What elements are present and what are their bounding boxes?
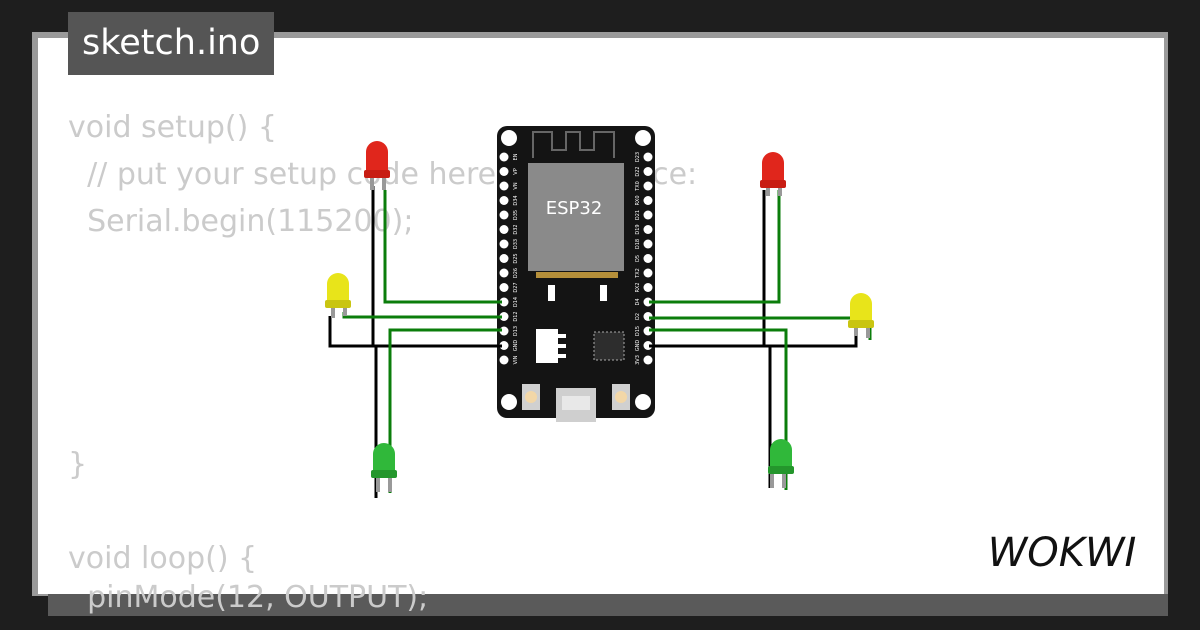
pin-label: D15: [635, 326, 641, 336]
pin-label: D2: [635, 313, 641, 320]
pin-gnd[interactable]: [499, 341, 509, 350]
pin-gnd[interactable]: [643, 341, 653, 350]
pin-label: D33: [513, 239, 519, 249]
pin-d23[interactable]: [643, 152, 653, 162]
pin-3v3[interactable]: [643, 355, 653, 365]
led-green-right[interactable]: [768, 439, 794, 488]
pin-d21[interactable]: [643, 210, 653, 220]
pin-label: D32: [513, 224, 519, 234]
pin-rx2[interactable]: [643, 283, 653, 292]
pin-d19[interactable]: [643, 225, 653, 234]
pin-tx0[interactable]: [643, 181, 653, 191]
pin-d5[interactable]: [643, 254, 653, 263]
pin-d25[interactable]: [499, 254, 509, 263]
pin-label: EN: [513, 153, 519, 160]
pin-tx2[interactable]: [643, 268, 653, 278]
wokwi-logo[interactable]: WOKWI: [976, 526, 1148, 576]
pin-d4[interactable]: [643, 297, 653, 307]
esp32-board[interactable]: ESP32 ENVPVND34D35D32D33D25D26D27D14D12D…: [497, 126, 655, 422]
pin-label: D12: [513, 311, 519, 321]
pin-label: D22: [635, 166, 641, 176]
pin-d14[interactable]: [499, 297, 509, 307]
pin-label: VIN: [513, 355, 519, 364]
pin-rx0[interactable]: [643, 196, 653, 205]
code-line: }: [68, 447, 88, 482]
wokwi-logo-text: WOKWI: [988, 530, 1137, 576]
pin-label: D27: [513, 282, 519, 292]
pin-label: D21: [635, 210, 641, 220]
pin-label: D5: [635, 255, 641, 262]
pin-label: D23: [635, 152, 641, 162]
esp32-chip: [528, 163, 624, 271]
pin-label: 3V3: [635, 355, 641, 365]
led-yellow-left[interactable]: [325, 273, 351, 318]
pin-vin[interactable]: [499, 355, 509, 365]
led-red-right[interactable]: [760, 152, 786, 196]
code-line: Serial.begin(115200);: [68, 204, 414, 239]
pin-label: D13: [513, 326, 519, 336]
chip-label: ESP32: [546, 198, 603, 219]
led-green-left[interactable]: [371, 443, 397, 492]
pin-d26[interactable]: [499, 268, 509, 278]
pin-d34[interactable]: [499, 196, 509, 205]
pin-label: RX2: [635, 282, 641, 292]
code-line: void loop() {: [68, 541, 258, 576]
pin-label: D4: [635, 298, 641, 305]
pin-label: D18: [635, 239, 641, 249]
led-yellow-right[interactable]: [848, 293, 874, 338]
pin-d27[interactable]: [499, 283, 509, 292]
pin-label: D19: [635, 224, 641, 234]
pin-en[interactable]: [499, 152, 509, 162]
pin-label: RX0: [635, 195, 641, 205]
file-tab-label: sketch.ino: [82, 23, 261, 63]
pin-label: D26: [513, 268, 519, 278]
file-tab[interactable]: sketch.ino: [68, 12, 275, 75]
pin-d35[interactable]: [499, 210, 509, 220]
pin-d12[interactable]: [499, 312, 509, 321]
pin-label: D14: [513, 297, 519, 307]
pin-label: TX2: [635, 268, 641, 279]
pin-d22[interactable]: [643, 167, 653, 176]
pin-d18[interactable]: [643, 239, 653, 249]
pin-label: D25: [513, 253, 519, 263]
pin-label: TX0: [635, 181, 641, 192]
code-line: void setup() {: [68, 110, 277, 145]
pin-d33[interactable]: [499, 239, 509, 249]
pin-label: VP: [513, 168, 519, 174]
pin-label: D34: [513, 195, 519, 205]
pin-d32[interactable]: [499, 225, 509, 234]
pin-label: GND: [635, 340, 641, 352]
pin-vp[interactable]: [499, 167, 509, 176]
pin-label: GND: [513, 340, 519, 352]
pin-label: VN: [513, 182, 519, 189]
pin-label: D35: [513, 210, 519, 220]
led-red-left[interactable]: [364, 141, 390, 190]
code-line: pinMode(12, OUTPUT);: [68, 580, 429, 615]
pin-vn[interactable]: [499, 181, 509, 191]
frame-shadow: [48, 594, 1168, 616]
